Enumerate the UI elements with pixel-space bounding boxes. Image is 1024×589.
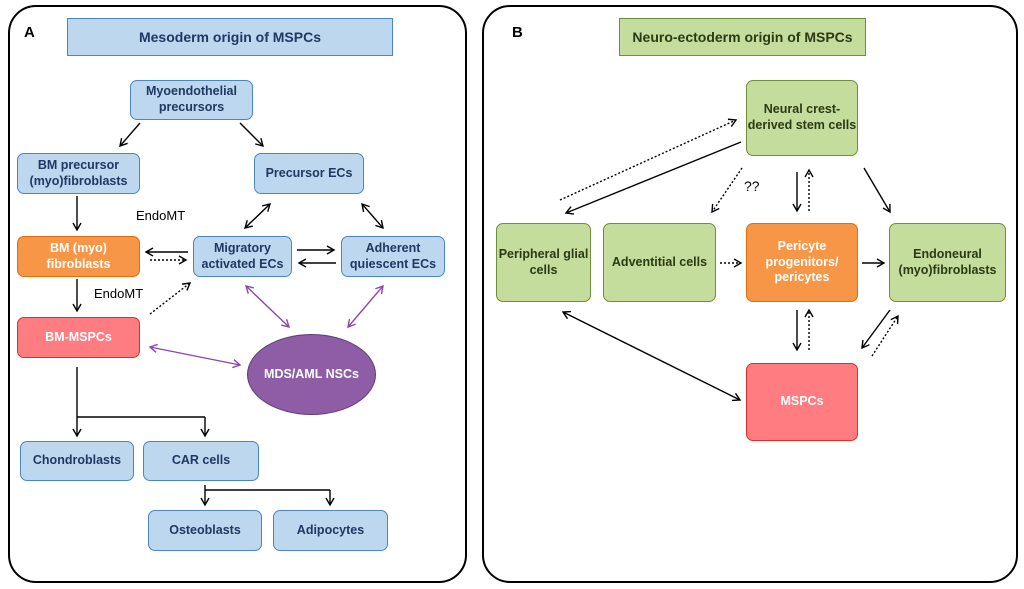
node-mds-aml-nscs: MDS/AML NSCs [247, 334, 376, 415]
node-bm-myo-fibroblasts: BM (myo) fibroblasts [17, 236, 140, 277]
node-mspcs: MSPCs [746, 363, 858, 441]
arrow-precursor-adherent [361, 202, 384, 230]
node-migratory-activated-ecs: Migratory activated ECs [193, 236, 292, 277]
label-endomt-upper: EndoMT [136, 208, 186, 223]
panel-a-letter: A [24, 24, 35, 41]
node-precursor-ecs: Precursor ECs [254, 153, 364, 194]
node-neural-crest-stem-cells: Neural crest-derived stem cells [746, 80, 858, 156]
node-osteoblasts: Osteoblasts [148, 510, 262, 551]
arrow-precursor-migratory [243, 203, 272, 229]
node-bm-precursor-fibroblasts: BM precursor (myo)fibroblasts [17, 153, 140, 194]
panel-b-letter: B [512, 24, 523, 41]
arrow-mspcs-to-endoneural-dotted [871, 314, 899, 357]
arrow-purple-bmmspcs-nscs [148, 343, 242, 369]
arrow-glial-mspcs [561, 310, 742, 402]
node-pericyte-progenitors: Pericyte progenitors/ pericytes [746, 223, 858, 302]
node-adventitial-cells: Adventitial cells [603, 223, 716, 302]
panel-a-title: Mesoderm origin of MSPCs [67, 18, 393, 56]
node-adherent-quiescent-ecs: Adherent quiescent ECs [341, 236, 445, 277]
arrow-bmmspcs-to-migratory-dotted [149, 282, 192, 315]
arrow-neural-to-adventitial-dotted [711, 167, 743, 214]
node-myoendothelial-precursors: Myoendothelial precursors [130, 80, 253, 120]
arrow-endoneural-to-mspcs [861, 309, 891, 350]
arrow-myo-to-precursorecs [239, 122, 264, 147]
panel-b-title: Neuro-ectoderm origin of MSPCs [619, 18, 866, 56]
arrow-glial-to-neural-dotted [559, 118, 738, 201]
node-chondroblasts: Chondroblasts [20, 441, 134, 481]
node-peripheral-glial-cells: Peripheral glial cells [496, 223, 591, 302]
arrow-purple-adherent-nscs [347, 284, 384, 329]
label-endomt-lower: EndoMT [94, 286, 144, 301]
arrow-neural-to-glial [564, 141, 742, 215]
node-car-cells: CAR cells [143, 441, 259, 481]
label-question-marks: ?? [744, 178, 760, 194]
node-bm-mspcs: BM-MSPCs [17, 317, 140, 358]
node-adipocytes: Adipocytes [273, 510, 388, 551]
arrow-neural-to-endoneural [863, 167, 891, 214]
node-endoneural-fibroblasts: Endoneural (myo)fibroblasts [889, 223, 1006, 302]
arrow-purple-migratory-nscs [244, 285, 291, 328]
arrow-myo-to-bmprecursor [119, 122, 141, 148]
